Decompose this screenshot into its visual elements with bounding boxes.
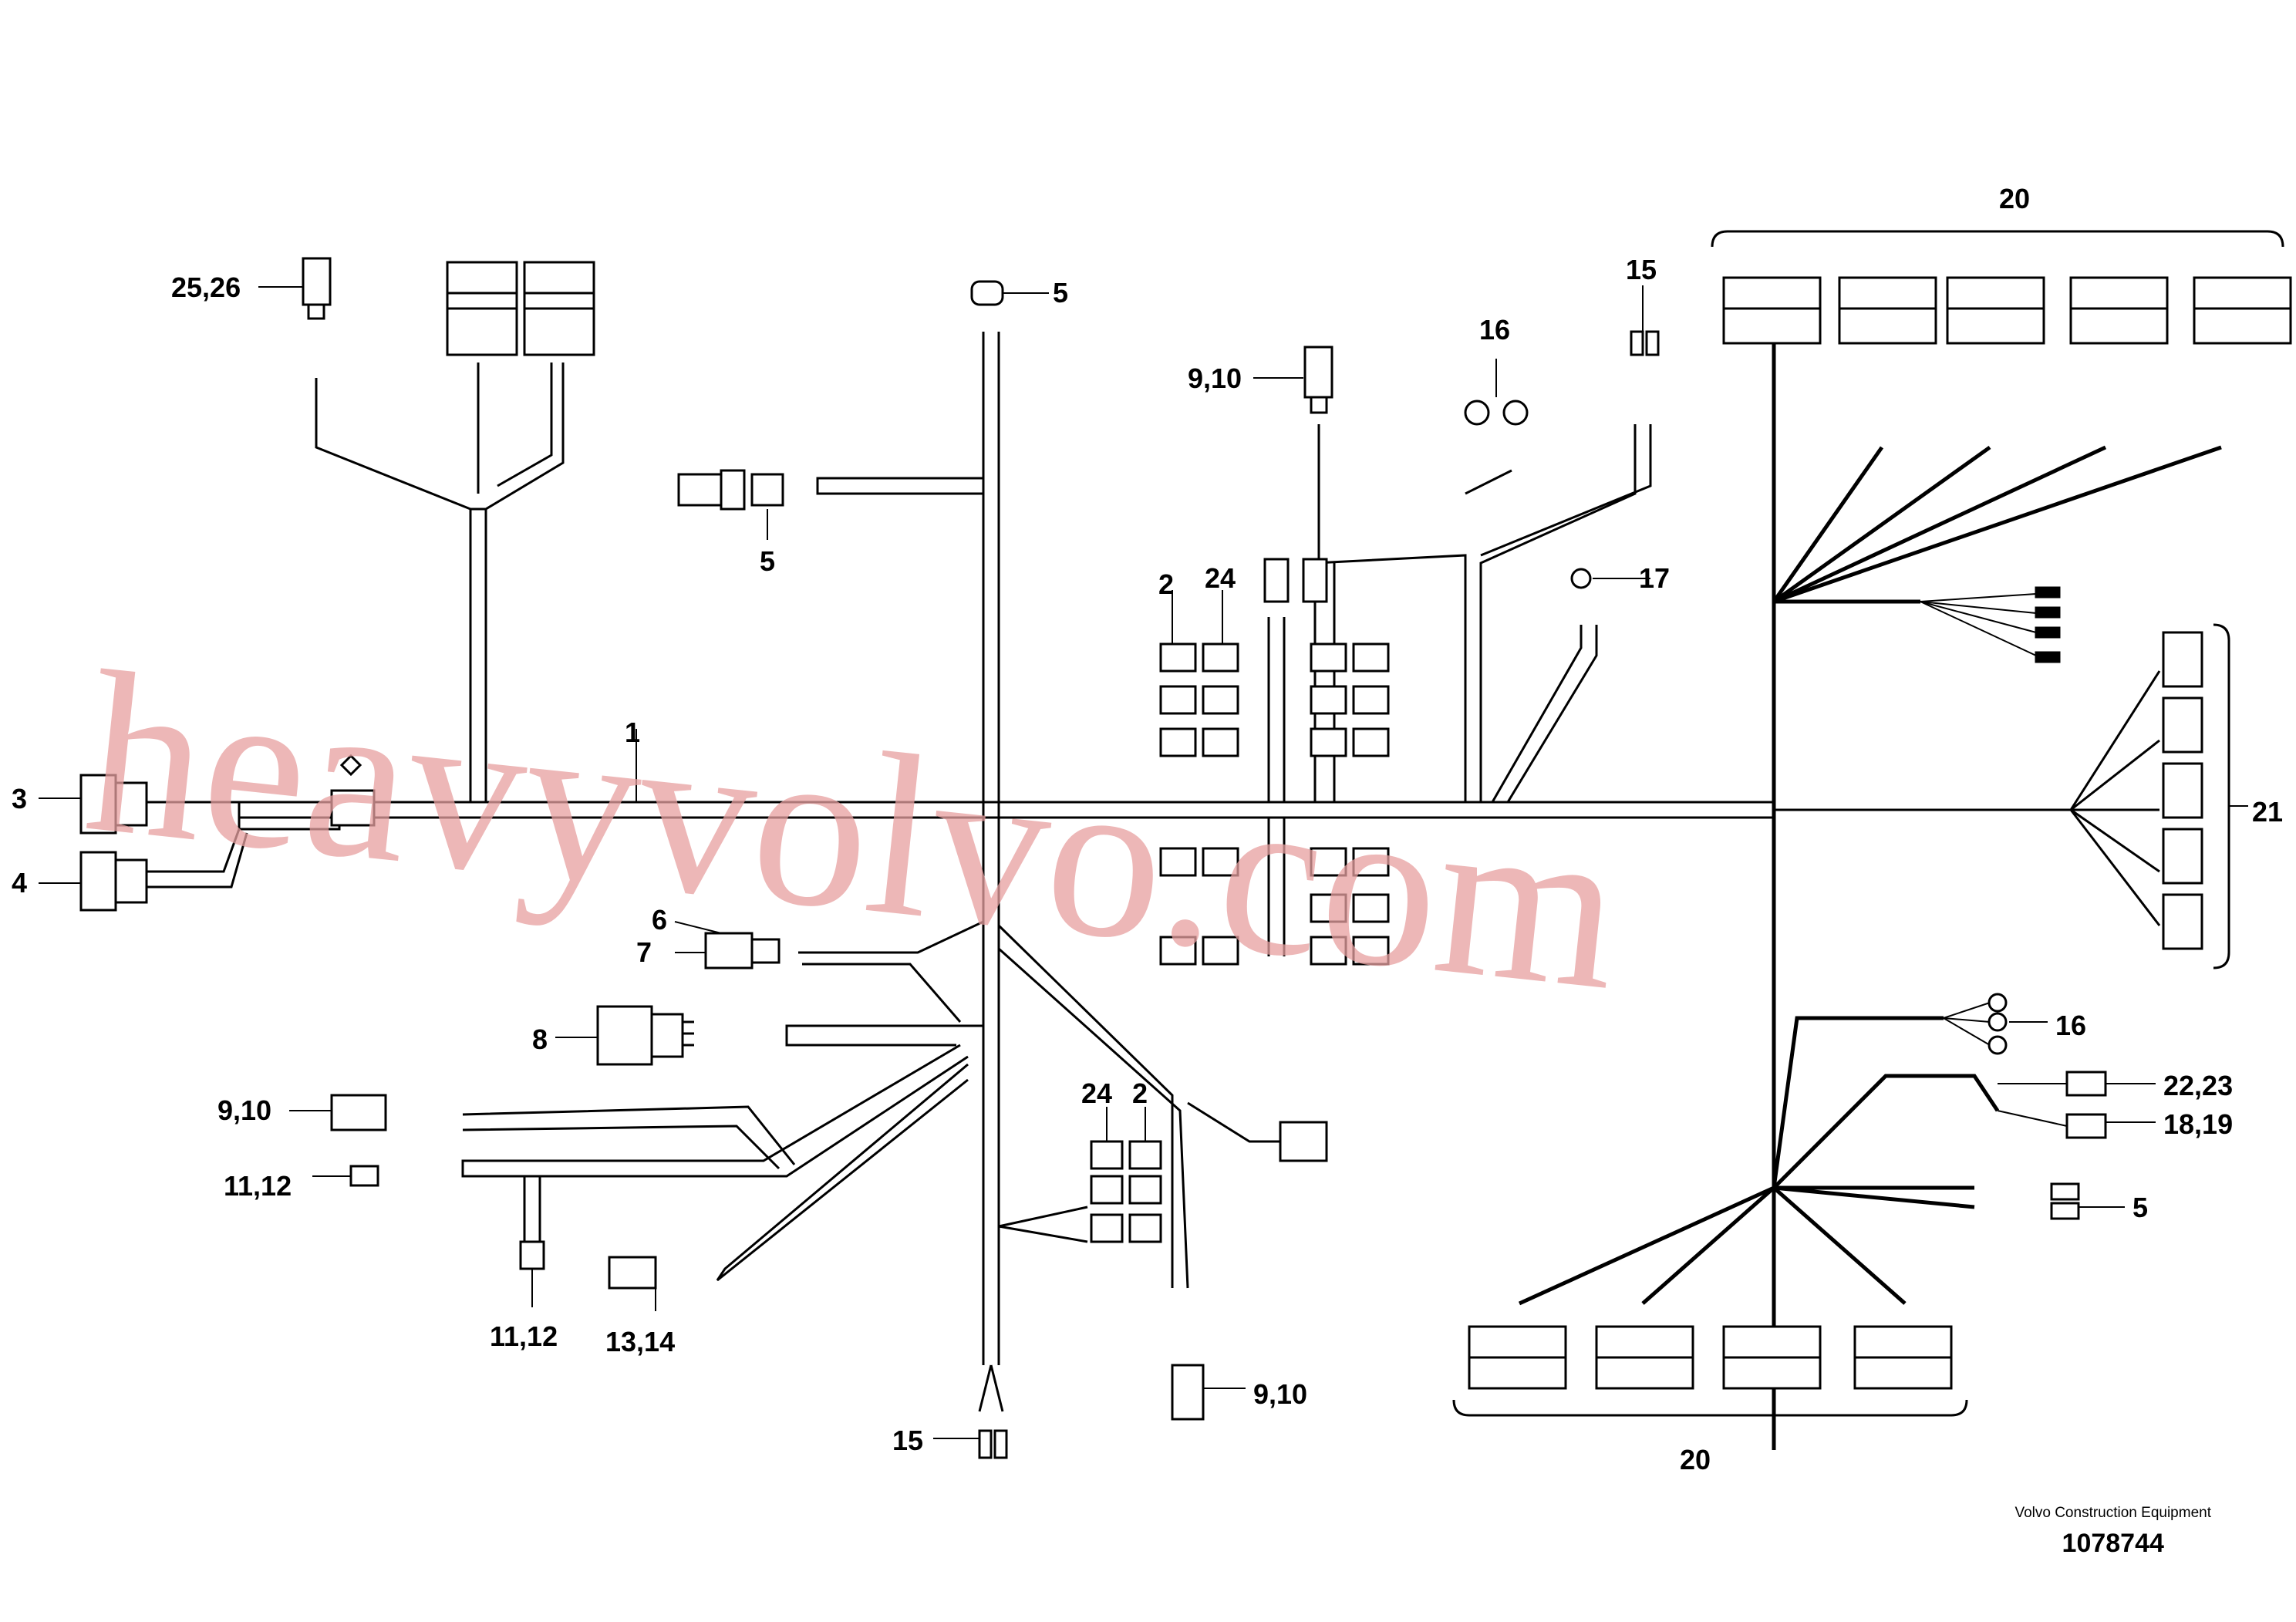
label-11-12-left: 11,12 [224, 1170, 292, 1202]
part-number: 1078744 [2062, 1529, 2164, 1558]
label-17: 17 [1639, 562, 1670, 594]
connector-15-top [1630, 330, 1660, 356]
label-11-12-bottom: 11,12 [490, 1320, 558, 1352]
label-9-10-left: 9,10 [217, 1094, 271, 1126]
connector-22-23 [2065, 1071, 2107, 1097]
label-15-top: 15 [1626, 254, 1657, 285]
label-24-a: 24 [1205, 562, 1236, 594]
label-16-top: 16 [1479, 314, 1510, 346]
label-3: 3 [12, 783, 27, 814]
label-5-mid: 5 [760, 545, 775, 577]
leader-lines [39, 285, 2248, 1439]
ring-terminals-16-top [1464, 400, 1529, 426]
splice-block [330, 754, 376, 827]
connectors-21 [2162, 631, 2203, 950]
label-9-10-top: 9,10 [1188, 363, 1242, 394]
connector-grid-upper [1159, 558, 1390, 757]
brace-20-bottom [1452, 1399, 1968, 1417]
label-8: 8 [532, 1023, 548, 1055]
connector-4 [79, 851, 148, 912]
label-9-10-bottom: 9,10 [1253, 1378, 1307, 1410]
connector-18-19 [2065, 1113, 2107, 1139]
watermark-text: heavyvolvo.com [76, 623, 1630, 1039]
label-15-bottom: 15 [892, 1425, 923, 1456]
label-22-23: 22,23 [2163, 1070, 2233, 1101]
label-2-a: 2 [1158, 568, 1174, 600]
label-13-14: 13,14 [605, 1326, 675, 1357]
label-5-right: 5 [2132, 1192, 2148, 1223]
connector-5-top [970, 280, 1004, 306]
right-harness [1518, 332, 2222, 1450]
connector-9-10-bottom [1171, 1364, 1205, 1421]
label-7: 7 [636, 936, 652, 968]
connectors-20-bottom [1468, 1325, 1953, 1390]
connector-6-7 [704, 932, 781, 969]
wire-terminals [2035, 586, 2061, 663]
brace-21 [2213, 623, 2230, 969]
company-name: Volvo Construction Equipment [2014, 1505, 2211, 1521]
label-4: 4 [12, 867, 27, 899]
label-6: 6 [652, 904, 667, 936]
ring-terminal-17 [1570, 568, 1592, 589]
connector-15-bottom [978, 1429, 1008, 1459]
footer-block: Volvo Construction Equipment 1078744 [2014, 1504, 2211, 1559]
connector-13-14 [608, 1256, 657, 1290]
connector-9-10-top [1303, 346, 1333, 414]
label-25-26: 25,26 [171, 271, 241, 303]
connector-grid-lower [1159, 847, 1390, 966]
connector-8 [596, 1005, 694, 1066]
connector-5-right [2050, 1182, 2080, 1220]
label-18-19: 18,19 [2163, 1108, 2233, 1140]
connector-9-10-left [330, 1094, 387, 1131]
main-harness-trunk [147, 332, 2161, 1412]
brace-20-top [1711, 230, 2284, 248]
connector-pair-24-2-bottom [1090, 1140, 1162, 1243]
label-2-b: 2 [1132, 1077, 1148, 1109]
connector-twin-round [446, 261, 595, 356]
label-20-bottom: 20 [1680, 1444, 1711, 1475]
label-5-top: 5 [1053, 277, 1068, 309]
label-20-top: 20 [1999, 183, 2030, 214]
label-1: 1 [625, 717, 640, 748]
label-16-right: 16 [2055, 1010, 2086, 1041]
connector-9-10-right-mid [1279, 1121, 1328, 1162]
connector-5-mid [677, 469, 784, 511]
label-21: 21 [2252, 796, 2283, 828]
callout-labels: 25,26 5 5 9,10 16 15 17 20 2 24 1 3 4 6 … [12, 183, 2283, 1475]
connector-3 [79, 774, 148, 835]
label-24-b: 24 [1081, 1077, 1112, 1109]
ring-terminals-16-right [1988, 993, 2008, 1055]
connector-25-26 [302, 257, 332, 320]
connector-11-12-left [349, 1165, 379, 1187]
connector-11-12-bottom [519, 1240, 545, 1270]
connectors-20-top [1722, 276, 2292, 345]
